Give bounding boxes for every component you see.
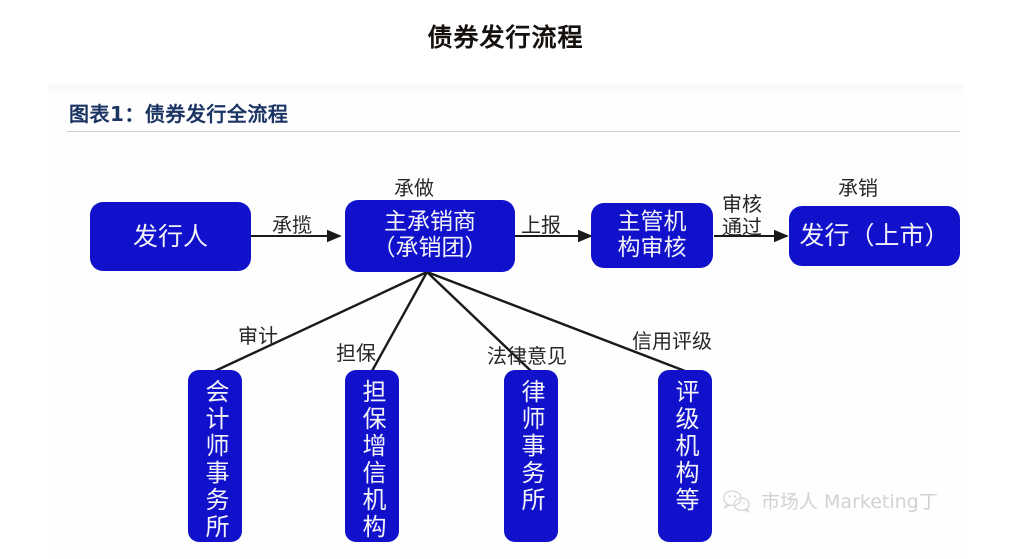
edge-label-credit-rating: 信用评级 (632, 308, 712, 353)
edge-label-guarantee-text: 担保 (336, 341, 376, 366)
edge-label-submission: 上报 (521, 192, 561, 237)
node-regulator-label: 主管机 构审核 (617, 208, 687, 261)
node-accounting-firm-label: 会计师事务所 (201, 379, 229, 541)
edge-label-distribution: 承销 (838, 155, 878, 200)
node-regulator[interactable]: 主管机 构审核 (591, 203, 713, 268)
node-law-firm[interactable]: 律师事务所 (504, 370, 558, 542)
edge-label-audit-text: 审计 (238, 324, 278, 349)
node-guarantee-institution-label: 担保增信机构 (358, 379, 386, 541)
edge-label-credit-rating-text: 信用评级 (632, 329, 712, 354)
edge-label-approval-passed-text: 审核 通过 (722, 192, 762, 239)
edge-label-execution-text: 承做 (394, 176, 434, 201)
edge-label-audit: 审计 (238, 303, 278, 348)
edge-label-underwriting-mandate-text: 承揽 (272, 213, 312, 238)
node-issuance[interactable]: 发行（上市） (789, 206, 960, 266)
edge-label-underwriting-mandate: 承揽 (272, 192, 312, 237)
node-lead-underwriter-label: 主承销商 （承销团） (372, 209, 488, 261)
node-rating-agency-label: 评级机构等 (671, 379, 699, 514)
figure-header-divider (67, 131, 960, 132)
figure-header: 图表1：债券发行全流程 (69, 102, 289, 126)
node-issuance-label: 发行（上市） (799, 221, 950, 250)
edge-label-guarantee: 担保 (336, 320, 376, 365)
node-guarantee-institution[interactable]: 担保增信机构 (345, 370, 399, 542)
figure-card-top-edge (48, 84, 963, 93)
wechat-icon (722, 488, 752, 514)
edge-label-distribution-text: 承销 (838, 176, 878, 201)
page-title: 债券发行流程 (427, 23, 584, 52)
node-law-firm-label: 律师事务所 (517, 379, 545, 514)
node-issuer[interactable]: 发行人 (90, 202, 251, 271)
edge-label-submission-text: 上报 (521, 213, 561, 238)
edge-label-legal-opinion-text: 法律意见 (487, 344, 567, 369)
edge-label-legal-opinion: 法律意见 (487, 323, 567, 368)
node-issuer-label: 发行人 (132, 221, 208, 251)
watermark: 市场人 Marketing丁 (722, 487, 938, 514)
node-lead-underwriter[interactable]: 主承销商 （承销团） (345, 200, 515, 272)
edge-label-execution: 承做 (394, 155, 434, 200)
edge-label-approval-passed: 审核 通过 (722, 171, 762, 238)
node-accounting-firm[interactable]: 会计师事务所 (188, 370, 242, 542)
watermark-text: 市场人 Marketing丁 (761, 491, 938, 513)
node-rating-agency[interactable]: 评级机构等 (658, 370, 712, 542)
